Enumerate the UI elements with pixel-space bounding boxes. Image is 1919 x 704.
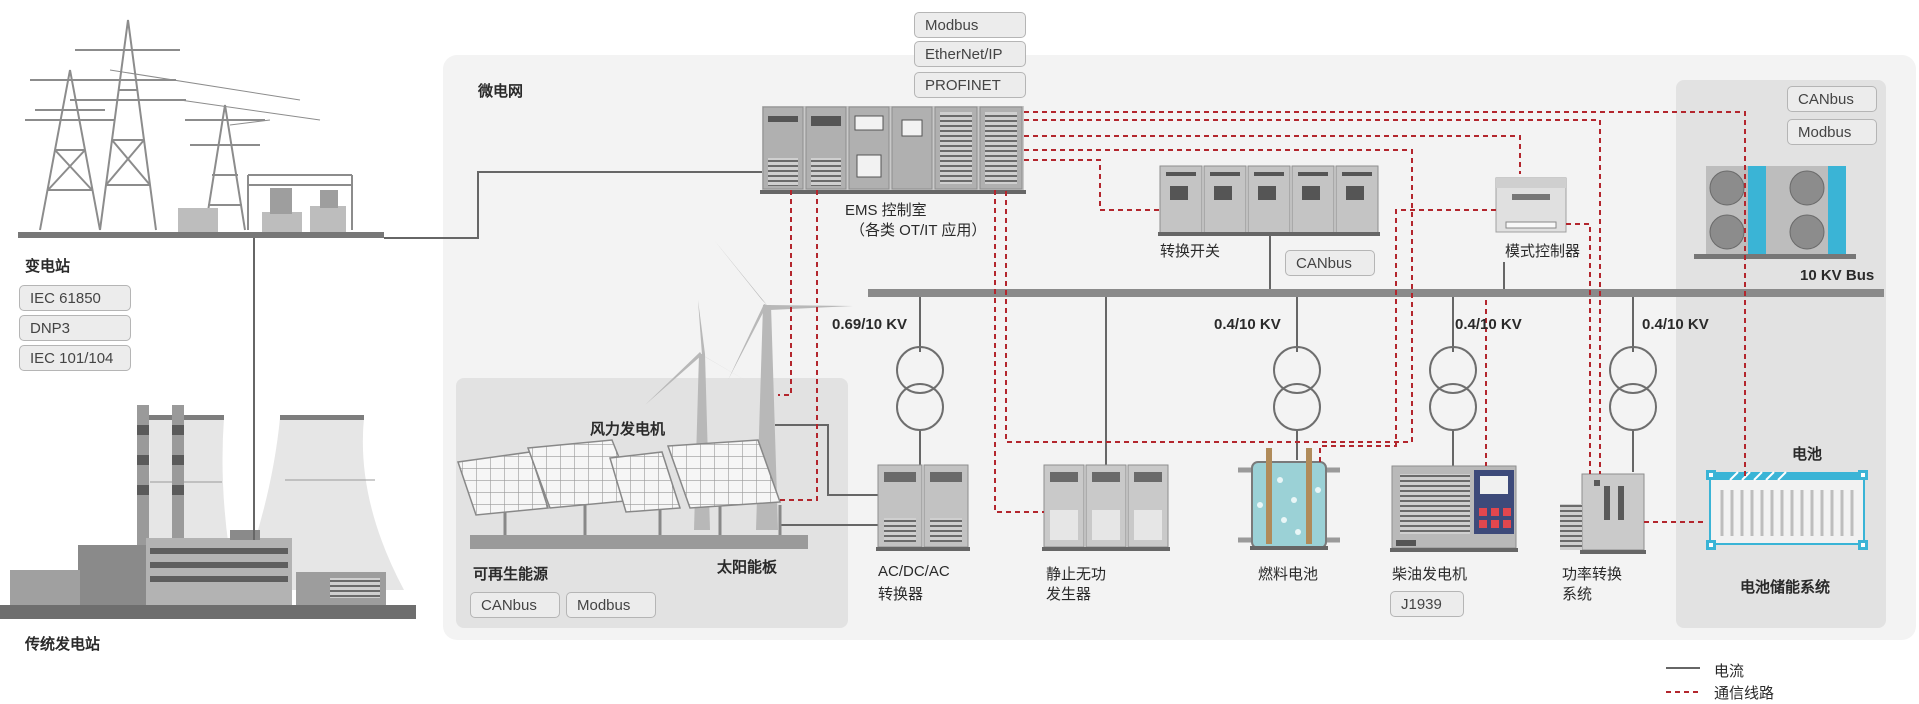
diesel-label: 柴油发电机 [1392,566,1468,583]
power-drops [775,234,1634,526]
svg-generator-illustration [1042,464,1170,551]
ems-protocol-ethernetip: EtherNet/IP [914,41,1026,67]
transfer-switch-illustration [1158,165,1380,236]
transfer-switch-label: 转换开关 [1160,243,1221,260]
svg-gen-label-1: 静止无功 [1046,566,1107,583]
solar-label: 太阳能板 [717,559,778,576]
legend-comm-label: 通信线路 [1714,685,1775,702]
protocol-tag-iec61850: IEC 61850 [19,285,131,311]
substation-equipment [18,188,384,238]
battery-illustration [1706,470,1868,550]
fuel-cell-illustration [1238,448,1340,550]
renewables-protocol-canbus: CANbus [470,592,560,618]
pcs-label-2: 系统 [1562,586,1593,603]
transfer-switch-protocol: CANbus [1285,250,1375,276]
voltage-label-3: 0.4/10 KV [1455,316,1522,333]
voltage-label-4: 0.4/10 KV [1642,316,1709,333]
ems-sublabel: （各类 OT/IT 应用） [850,222,987,239]
substation-label: 变电站 [25,258,71,275]
hvac-illustration [1694,166,1856,259]
converter-label-2: 转换器 [878,586,924,603]
substation-illustration [25,19,353,231]
renewables-label: 可再生能源 [473,566,549,583]
battery-protocol-modbus: Modbus [1787,119,1877,145]
voltage-label-1: 0.69/10 KV [832,316,908,333]
transformers [896,346,1657,431]
voltage-label-2: 0.4/10 KV [1214,316,1281,333]
wind-label: 风力发电机 [590,421,666,438]
mode-controller-illustration [1495,177,1567,233]
legend-current-label: 电流 [1714,663,1745,680]
diesel-protocol-j1939: J1939 [1390,591,1464,617]
pcs-illustration [1560,473,1646,554]
pcs-label-1: 功率转换 [1562,566,1623,583]
grid-power-lines [253,171,763,540]
battery-label: 电池 [1792,446,1823,463]
ems-label: EMS 控制室 [845,202,927,219]
protocol-tag-iec101: IEC 101/104 [19,345,131,371]
bus-label: 10 KV Bus [1800,267,1875,284]
fuel-cell-label: 燃料电池 [1258,566,1319,583]
converter-illustration [876,464,970,551]
battery-protocol-canbus: CANbus [1787,86,1877,112]
traditional-plant-label: 传统发电站 [25,636,101,653]
svg-gen-label-2: 发生器 [1046,586,1092,603]
power-plant-illustration [0,405,416,619]
solar-panels [456,439,808,549]
comm-lines [778,111,1746,523]
main-bus [868,289,1884,297]
diesel-generator-illustration [1390,465,1518,552]
converter-label-1: AC/DC/AC [878,563,950,580]
mode-controller-label: 模式控制器 [1505,243,1581,260]
protocol-tag-dnp3: DNP3 [19,315,131,341]
microgrid-title: 微电网 [478,83,524,100]
ems-protocol-modbus: Modbus [914,12,1026,38]
renewables-protocol-modbus: Modbus [566,592,656,618]
ems-protocol-profinet: PROFINET [914,72,1026,98]
battery-system-label: 电池储能系统 [1740,579,1831,596]
ems-control-room [760,106,1026,194]
